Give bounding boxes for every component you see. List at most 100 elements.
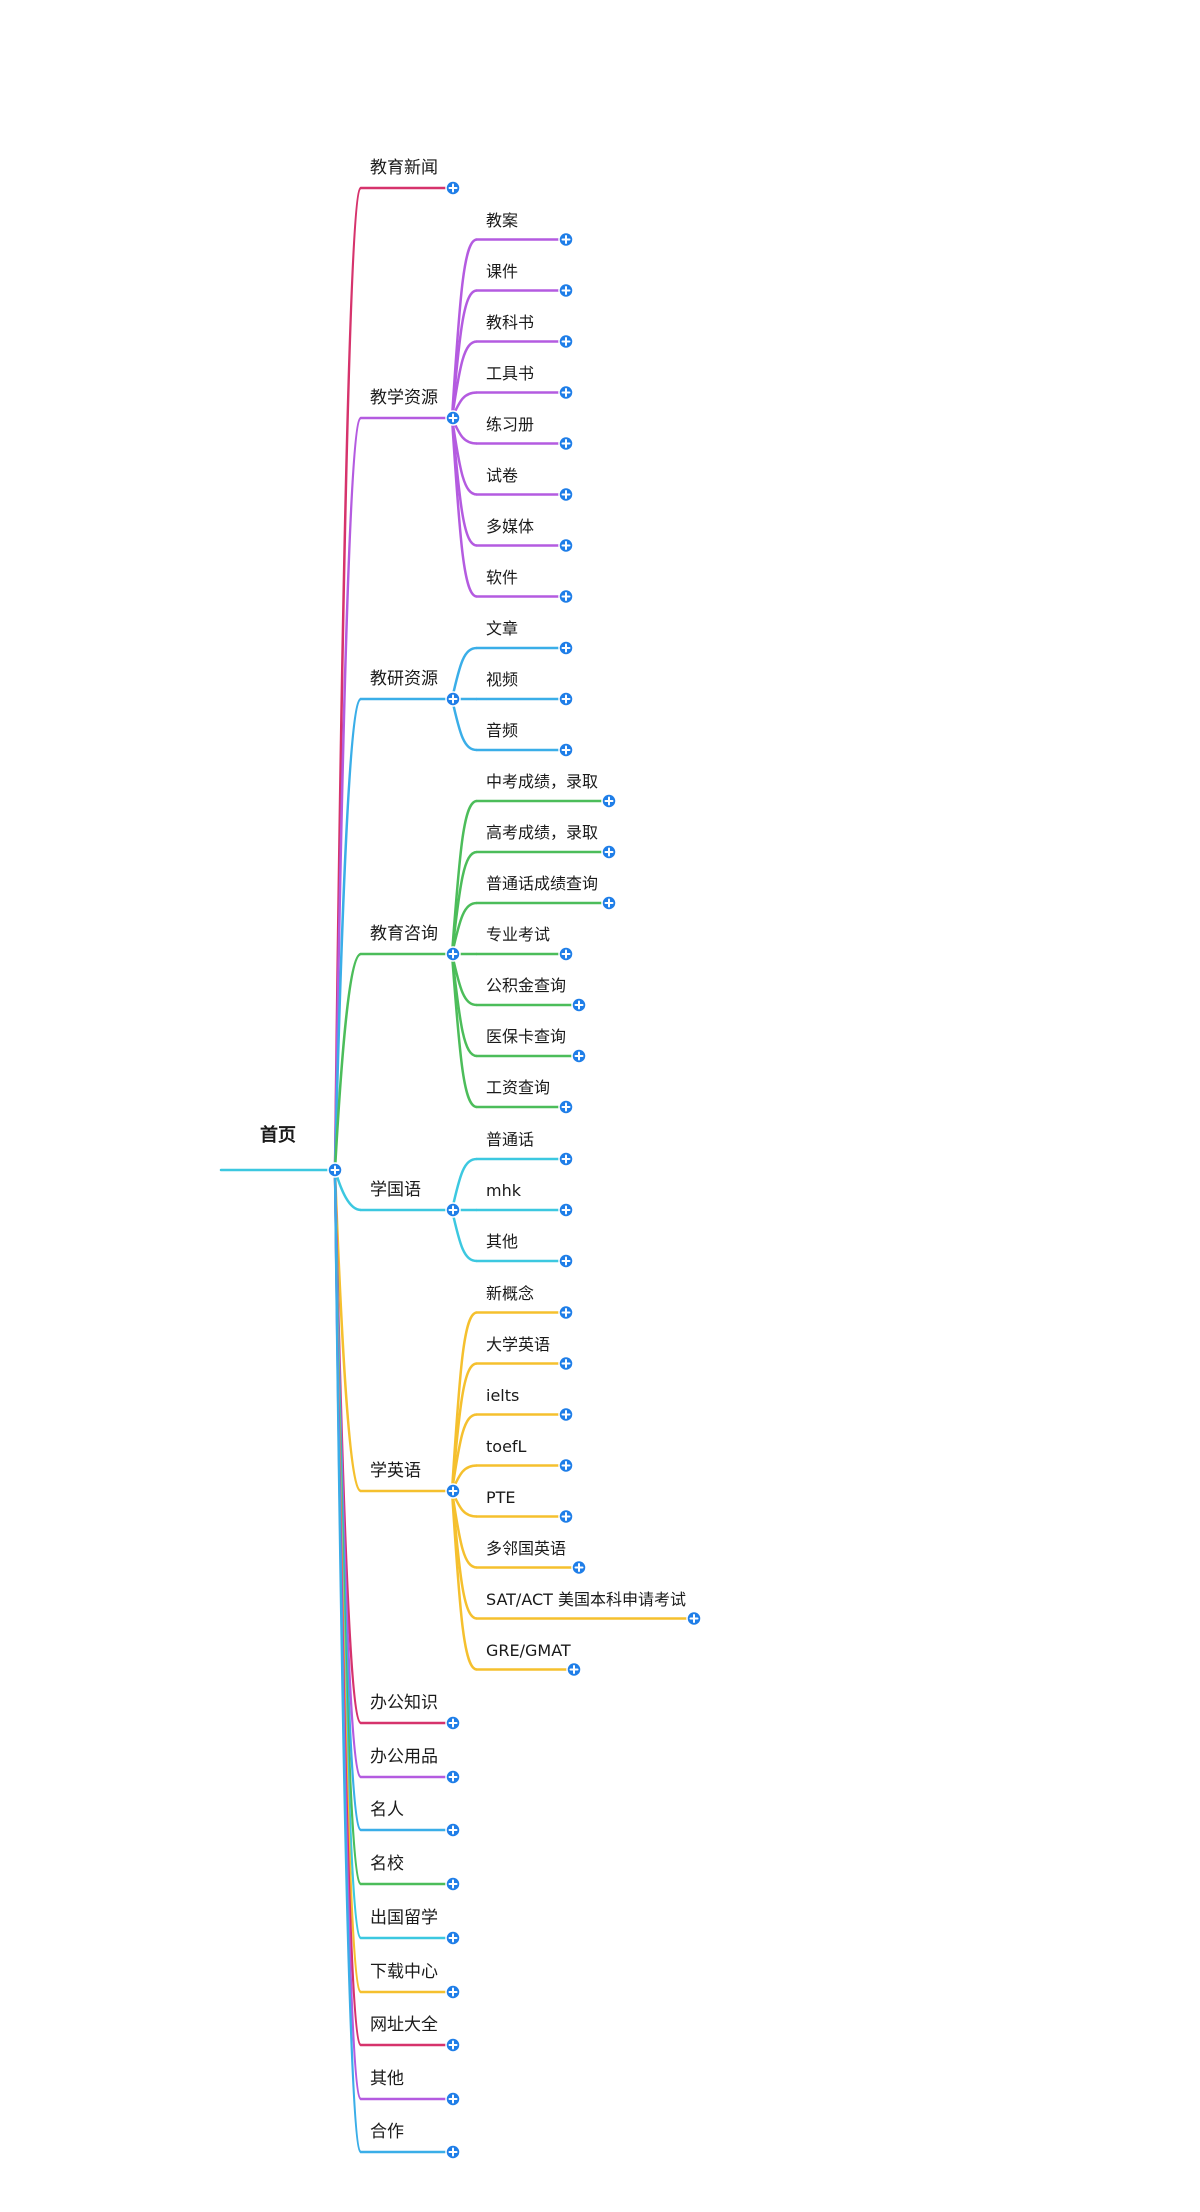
expand-button[interactable] [558,640,574,656]
child-label[interactable]: 中考成绩，录取 [486,772,599,791]
child-label[interactable]: 专业考试 [486,925,551,944]
child-label[interactable]: 软件 [486,567,519,587]
expand-button[interactable] [558,1304,574,1321]
child-label[interactable]: 普通话成绩查询 [486,874,599,893]
child-label[interactable]: 试卷 [486,465,519,485]
plus-icon [561,1102,571,1112]
expand-button[interactable] [558,691,574,707]
branch-label[interactable]: 下载中心 [370,1962,438,1982]
plus-icon [561,490,571,499]
branch-label[interactable]: 学国语 [370,1180,421,1200]
root-expand-button[interactable] [327,1162,343,1178]
branch-label[interactable]: 合作 [370,2122,404,2142]
expand-button[interactable] [601,793,617,809]
plus-icon [448,2040,458,2050]
child-label[interactable]: 医保卡查询 [486,1027,567,1046]
child-connector [450,1490,478,1671]
expand-button[interactable] [601,895,617,911]
child-label[interactable]: 普通话 [486,1130,535,1149]
child-label[interactable]: 公积金查询 [486,976,567,995]
child-label[interactable]: 音频 [486,721,519,740]
expand-button[interactable] [558,435,574,452]
root-label[interactable]: 首页 [260,1125,296,1146]
expand-button[interactable] [558,946,574,962]
branch-label[interactable]: 名人 [370,1800,404,1820]
child-label[interactable]: mhk [486,1181,521,1200]
expand-button[interactable] [445,1715,461,1731]
branch-connector [333,952,362,1171]
expand-button[interactable] [445,1483,461,1499]
child-label[interactable]: 新概念 [486,1283,535,1303]
branch-label[interactable]: 办公用品 [370,1747,438,1767]
expand-button[interactable] [445,2091,461,2107]
expand-button[interactable] [686,1610,702,1627]
child-label[interactable]: GRE/GMAT [486,1640,571,1660]
expand-button[interactable] [571,1048,587,1064]
expand-button[interactable] [445,946,461,962]
plus-icon [448,1718,458,1728]
expand-button[interactable] [445,1930,461,1946]
expand-button[interactable] [601,844,617,860]
expand-button[interactable] [566,1661,582,1678]
branch-label[interactable]: 学英语 [370,1461,421,1481]
child-label[interactable]: 工资查询 [486,1078,551,1097]
child-label[interactable]: ielts [486,1385,520,1405]
branch-label[interactable]: 教育新闻 [370,158,438,178]
child-label[interactable]: 高考成绩，录取 [486,823,599,842]
expand-button[interactable] [558,282,574,299]
expand-button[interactable] [445,1876,461,1892]
expand-button[interactable] [445,180,461,196]
expand-button[interactable] [571,997,587,1013]
expand-button[interactable] [558,537,574,554]
expand-button[interactable] [558,1406,574,1423]
expand-button[interactable] [445,691,461,707]
child-label[interactable]: 教案 [486,210,519,230]
expand-button[interactable] [558,1151,574,1167]
branch-label[interactable]: 教研资源 [370,669,438,689]
plus-icon [561,439,571,448]
expand-button[interactable] [558,1202,574,1218]
branch-label[interactable]: 教育咨询 [370,924,438,944]
child-label[interactable]: 工具书 [486,363,535,383]
branch-label[interactable]: 网址大全 [370,2015,438,2035]
expand-button[interactable] [558,1099,574,1115]
expand-button[interactable] [445,410,461,426]
child-label[interactable]: 课件 [486,261,519,281]
expand-button[interactable] [558,1508,574,1525]
expand-button[interactable] [558,588,574,605]
branch-label[interactable]: 办公知识 [370,1693,438,1713]
branch-label[interactable]: 教学资源 [370,388,438,408]
expand-button[interactable] [445,2037,461,2053]
expand-button[interactable] [558,333,574,350]
expand-button[interactable] [445,1822,461,1838]
child-label[interactable]: 教科书 [486,312,535,332]
child-label[interactable]: SAT/ACT 美国本科申请考试 [486,1589,687,1609]
expand-button[interactable] [558,486,574,503]
branch-label[interactable]: 其他 [370,2069,404,2089]
expand-button[interactable] [445,2144,461,2160]
expand-button[interactable] [445,1984,461,2000]
expand-button[interactable] [445,1769,461,1785]
child-label[interactable]: 练习册 [486,414,535,434]
plus-icon [448,2147,458,2157]
expand-button[interactable] [558,384,574,401]
expand-button[interactable] [558,1253,574,1269]
child-label[interactable]: 视频 [486,670,519,689]
branch-label[interactable]: 出国留学 [370,1908,438,1928]
plus-icon [574,1563,584,1572]
child-label[interactable]: 多邻国英语 [486,1538,567,1558]
expand-button[interactable] [571,1559,587,1576]
child-label[interactable]: PTE [486,1487,516,1507]
child-label[interactable]: toefL [486,1436,527,1456]
expand-button[interactable] [558,742,574,758]
child-label[interactable]: 文章 [486,619,519,638]
child-label[interactable]: 大学英语 [486,1334,551,1354]
expand-button[interactable] [558,1355,574,1372]
expand-button[interactable] [558,231,574,248]
expand-button[interactable] [558,1457,574,1474]
branch-label[interactable]: 名校 [370,1854,404,1874]
child-label[interactable]: 其他 [486,1232,519,1251]
child-label[interactable]: 多媒体 [486,516,535,536]
plus-icon [448,1825,458,1835]
expand-button[interactable] [445,1202,461,1218]
